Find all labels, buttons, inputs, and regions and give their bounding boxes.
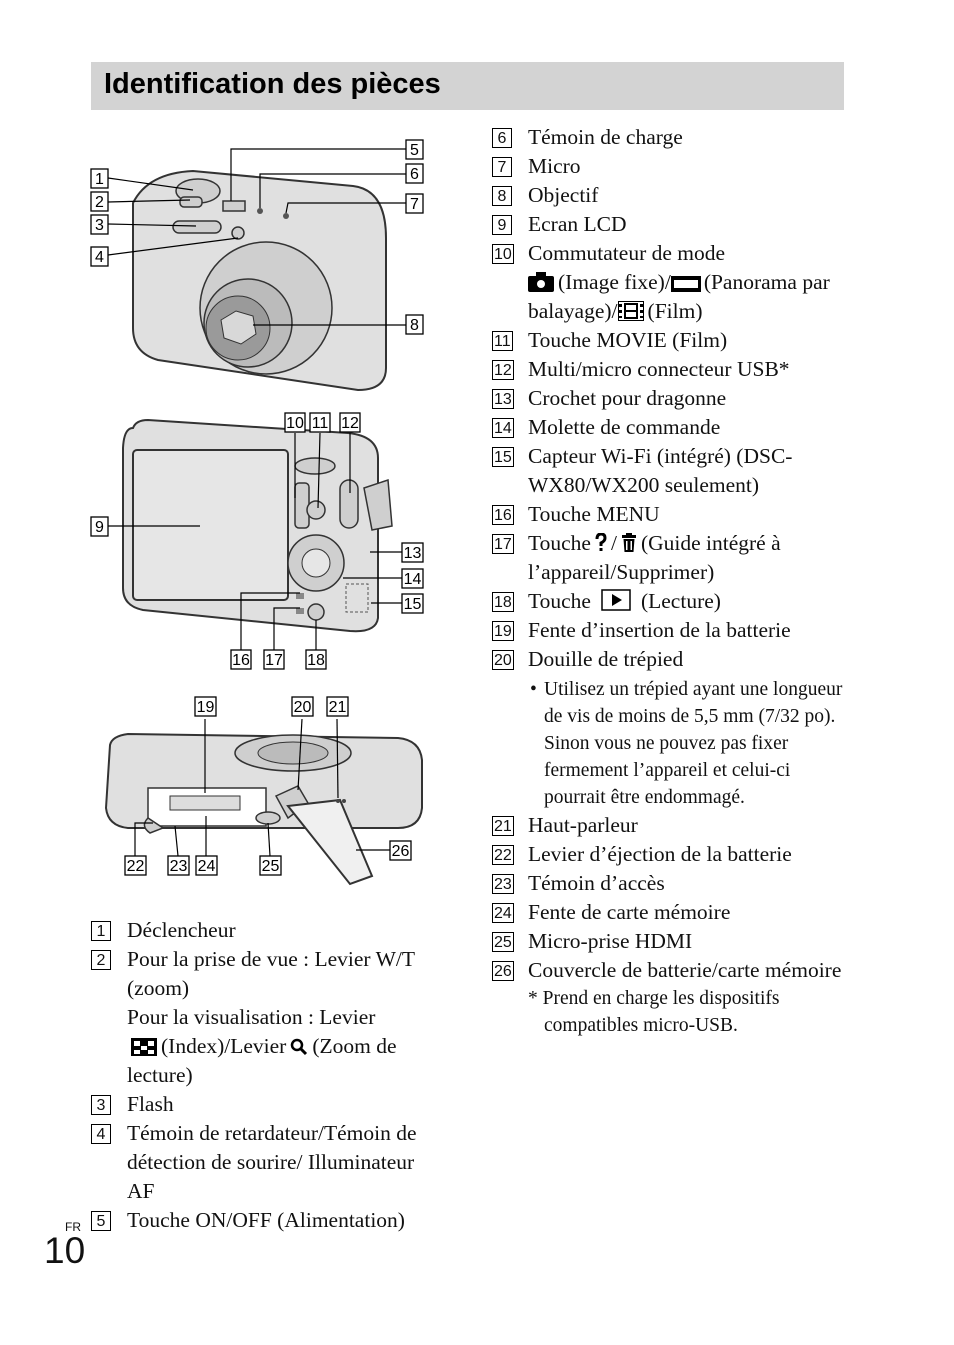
fig-label-6: 6 [410, 166, 419, 183]
fig-label-7: 7 [410, 196, 419, 213]
list-item: 2 Pour la prise de vue : Levier W/T (zoo… [91, 945, 443, 1090]
fig-label-3: 3 [95, 217, 104, 234]
fig-label-17: 17 [265, 652, 283, 669]
fig-label-13: 13 [404, 545, 422, 562]
page-number: 10 [44, 1230, 86, 1271]
tripod-note: Utilisez un trépied ayant une longueur d… [528, 676, 844, 811]
fig-label-4: 4 [95, 249, 104, 266]
fig-label-11: 11 [312, 415, 329, 432]
help-icon [595, 533, 607, 551]
trash-icon [621, 533, 636, 552]
fig-label-16: 16 [232, 652, 250, 669]
fig-label-19: 19 [197, 699, 215, 716]
index-grid-icon [131, 1038, 157, 1056]
fig-label-10: 10 [286, 415, 304, 432]
fig-label-20: 20 [294, 699, 312, 716]
footnote: * Prend en charge les dispositifs compat… [528, 988, 780, 1036]
fig-label-21: 21 [329, 699, 347, 716]
fig-label-22: 22 [127, 858, 145, 875]
camera-front-view: 1 2 3 4 5 6 7 8 [90, 139, 424, 392]
fig-label-14: 14 [404, 571, 422, 588]
camera-icon [528, 272, 554, 292]
camera-illustrations: .box{fill:#fff;stroke:#000;stroke-width:… [90, 139, 424, 886]
fig-label-25: 25 [262, 858, 280, 875]
panorama-icon [670, 276, 701, 292]
magnifier-icon [291, 1038, 308, 1056]
fig-label-9: 9 [95, 519, 104, 536]
fig-label-24: 24 [198, 858, 216, 875]
camera-back-view: 9 10 11 12 13 14 15 16 17 18 [90, 412, 424, 670]
fig-label-18: 18 [307, 652, 325, 669]
fig-label-15: 15 [404, 596, 422, 613]
fig-label-2: 2 [95, 194, 104, 211]
fig-label-23: 23 [170, 858, 188, 875]
section-title-bar: Identification des pièces [91, 62, 844, 110]
fig-label-1: 1 [95, 171, 104, 188]
film-icon [617, 301, 644, 321]
page-language: FR [65, 1220, 81, 1234]
fig-label-5: 5 [410, 142, 419, 159]
page-title: Identification des pièces [104, 68, 441, 100]
fig-label-12: 12 [341, 415, 359, 432]
camera-bottom-view: 19 20 21 22 23 24 25 26 [104, 696, 423, 886]
fig-label-8: 8 [410, 317, 419, 334]
fig-label-26: 26 [392, 843, 410, 860]
play-icon [601, 589, 631, 611]
